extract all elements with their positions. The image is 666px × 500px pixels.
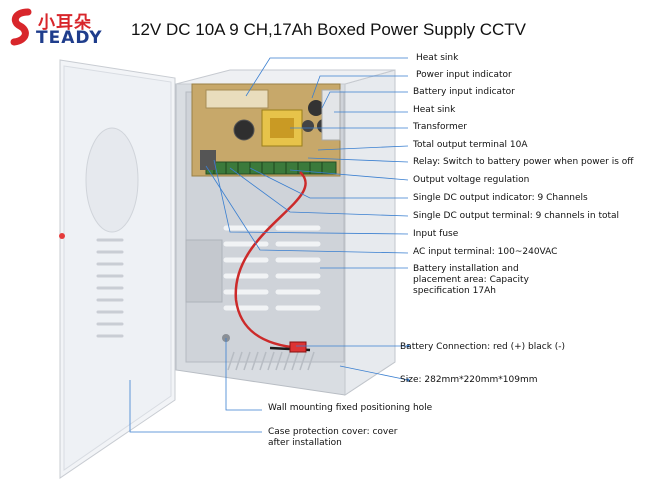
callout-size: Size: 282mm*220mm*109mm [400,375,538,385]
callout-transformer: Transformer [413,122,468,132]
callout-ac-input-terminal: AC input terminal: 100~240VAC [413,247,558,257]
callout-battery-connection: Battery Connection: red (+) black (-) [400,342,566,352]
heat-sink-top [205,89,269,109]
bottom-vents [227,351,315,371]
brand-logo: 小耳朵 TEADY [8,6,120,50]
callout-total-output-terminal: Total output terminal 10A [413,140,528,150]
callout-relay: Relay: Switch to battery power when powe… [413,157,634,167]
door-vent-slots [96,238,124,338]
brand-name-cn: 小耳朵 [38,13,92,33]
battery-wire-red [234,171,307,350]
callout-single-dc-output-terminal: Single DC output terminal: 9 channels in… [413,211,620,221]
callout-battery-area: Battery installation and placement area:… [413,264,529,296]
callout-wall-mounting: Wall mounting fixed positioning hole [268,403,433,413]
callout-case-cover: Case protection cover: cover after insta… [268,427,398,448]
brand-mark-icon [10,8,32,46]
brand-name-en: TEADY [36,28,103,48]
callout-output-voltage-regulation: Output voltage regulation [413,175,530,185]
battery-bracket [185,239,223,303]
callout-heat-sink-1: Heat sink [416,53,459,63]
callout-battery-input-indicator: Battery input indicator [413,87,515,97]
leader-lines [129,57,409,433]
door-led-icon [59,233,65,239]
door-logo-emboss [85,127,139,233]
callout-single-dc-output-indicator: Single DC output indicator: 9 Channels [413,193,588,203]
heat-sink-right [321,89,341,141]
ac-input-terminal [200,150,216,170]
callout-heat-sink-2: Heat sink [413,105,456,115]
capacitor [233,119,255,141]
callout-input-fuse: Input fuse [413,229,459,239]
callout-power-input-indicator: Power input indicator [416,70,512,80]
page-title: 12V DC 10A 9 CH,17Ah Boxed Power Supply … [131,20,526,39]
